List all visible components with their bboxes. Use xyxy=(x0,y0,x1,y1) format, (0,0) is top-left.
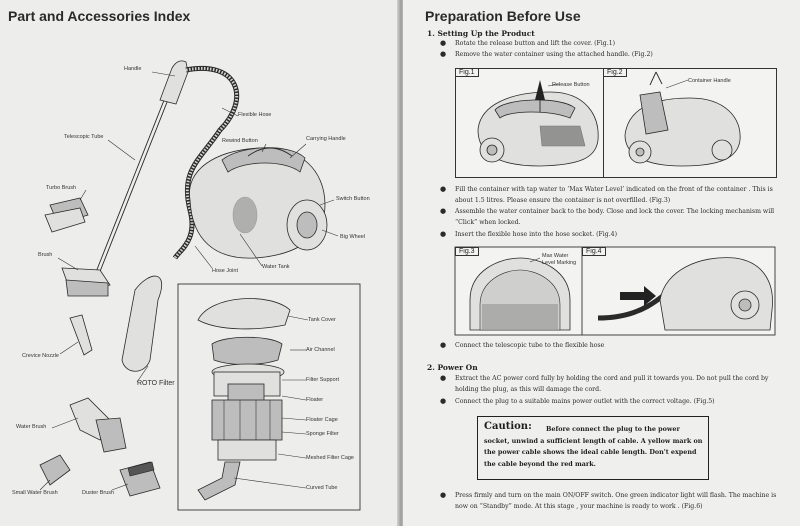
fig4-tag: Fig.4 xyxy=(582,247,606,256)
rewind-button-label: Rewind Button xyxy=(222,138,258,144)
turbo-brush-label: Turbo Brush xyxy=(46,185,77,191)
telescopic-tube-label: Telescopic Tube xyxy=(64,134,104,140)
bullet-text: Assemble the water container back to the… xyxy=(455,208,775,226)
section-setting-up: 1. Setting Up the Product xyxy=(427,29,535,38)
filter-support-label: Filter Support xyxy=(306,377,340,383)
bullet-fill-container: ●Fill the container with tap water to ‘M… xyxy=(440,185,773,204)
section-power-on: 2. Power On xyxy=(427,363,478,372)
roto-filter-label: ROTO Filter xyxy=(137,380,175,387)
air-channel-label: Air Channel xyxy=(306,347,335,353)
preparation-title: Preparation Before Use xyxy=(425,8,581,24)
bullet-insert-hose: ●Insert the flexible hose into the hose … xyxy=(440,230,618,238)
bullet-remove-container: ●Remove the water container using the at… xyxy=(440,50,653,58)
bullet-press-switch: ●Press firmly and turn on the main ON/OF… xyxy=(440,491,777,510)
water-brush-label: Water Brush xyxy=(16,424,47,430)
big-wheel-label: Big Wheel xyxy=(340,234,366,240)
fig1-tag: Fig.1 xyxy=(455,68,479,77)
duster-brush-label: Duster Brush xyxy=(82,490,115,496)
bullet-text: Remove the water container using the att… xyxy=(455,51,653,58)
bullet-text: Insert the flexible hose into the hose s… xyxy=(455,231,618,238)
small-water-brush-label: Small Water Brush xyxy=(12,490,58,496)
water-tank-label: Water Tank xyxy=(262,264,290,270)
vacuum-parts-illustration xyxy=(39,60,361,511)
floater-cage-label: Floater Cage xyxy=(306,417,338,423)
flexible-hose-label: Flexible Hose xyxy=(238,112,272,118)
parts-index-title: Part and Accessories Index xyxy=(8,8,191,24)
fig3-tag: Fig.3 xyxy=(455,247,479,256)
caution-box: Caution: Before connect the plug to the … xyxy=(477,416,709,480)
fig2-tag: Fig.2 xyxy=(603,68,627,77)
brush-label: Brush xyxy=(38,252,53,258)
caution-heading: Caution: xyxy=(484,421,532,432)
switch-button-label: Switch Button xyxy=(336,196,370,202)
page-gutter xyxy=(397,0,405,526)
sponge-filter-label: Sponge Filter xyxy=(306,431,339,437)
bullet-assemble-container: ●Assemble the water container back to th… xyxy=(440,207,775,226)
carrying-handle-label: Carrying Handle xyxy=(306,136,346,142)
bullet-rotate-release: ●Rotate the release button and lift the … xyxy=(440,39,616,47)
bullet-text: Extract the AC power cord fully by holdi… xyxy=(455,375,769,393)
bullet-text: Connect the telescopic tube to the flexi… xyxy=(455,342,605,349)
bullet-connect-plug: ●Connect the plug to a suitable mains po… xyxy=(440,397,715,405)
max-water-level-callout: Max Water Level Marking xyxy=(542,253,577,266)
floater-label: Floater xyxy=(306,397,324,403)
crevice-nozzle-label: Crevice Nozzle xyxy=(22,353,59,359)
caution-body: Before connect the plug to the power soc… xyxy=(484,425,703,468)
hose-joint-label: Hose Joint xyxy=(212,268,238,274)
meshed-filter-cage-label: Meshed Filter Cage xyxy=(306,455,354,461)
bullet-text: Rotate the release button and lift the c… xyxy=(455,40,616,47)
tank-cover-label: Tank Cover xyxy=(308,317,336,323)
bullet-extract-cord: ●Extract the AC power cord fully by hold… xyxy=(440,374,769,393)
curved-tube-label: Curved Tube xyxy=(306,485,338,491)
fig-divider xyxy=(603,68,604,177)
bullet-text: Press firmly and turn on the main ON/OFF… xyxy=(455,492,777,510)
bullet-text: Connect the plug to a suitable mains pow… xyxy=(455,398,715,405)
handle-label: Handle xyxy=(124,66,142,72)
bullet-text: Fill the container with tap water to ‘Ma… xyxy=(455,186,773,204)
release-button-callout: Release Button xyxy=(552,82,590,88)
container-handle-callout: Container Handle xyxy=(688,78,731,84)
bullet-connect-tube: ●Connect the telescopic tube to the flex… xyxy=(440,341,605,349)
